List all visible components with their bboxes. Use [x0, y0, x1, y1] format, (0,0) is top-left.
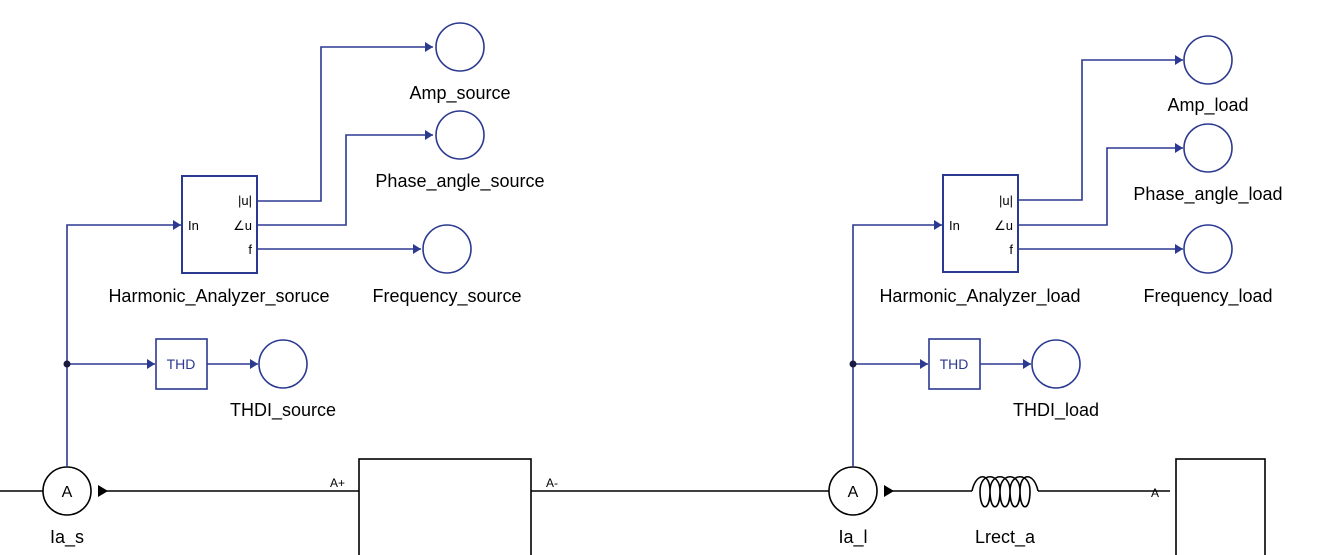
analyzer-port-angle: ∠u	[233, 218, 252, 233]
analyzer-port-magnitude: |u|	[999, 193, 1013, 208]
analyzer-port-frequency: f	[248, 242, 252, 257]
thd-box	[155, 338, 208, 390]
thd-text: THD	[167, 356, 196, 372]
thd-box	[928, 338, 981, 390]
harmonic-analyzer-source[interactable]: In |u| ∠u f	[181, 175, 258, 274]
component-box	[358, 458, 532, 555]
thd-block-source[interactable]: THD	[155, 338, 208, 390]
output-thdi-load-label: THDI_load	[1013, 400, 1099, 421]
ammeter-symbol: A	[62, 484, 73, 501]
output-amp-load[interactable]	[1183, 35, 1233, 85]
thd-block-load[interactable]: THD	[928, 338, 981, 390]
output-frequency-source-label: Frequency_source	[372, 286, 521, 307]
output-phase-load-label: Phase_angle_load	[1133, 184, 1282, 205]
analyzer-load-label: Harmonic_Analyzer_load	[879, 286, 1080, 307]
thd-text: THD	[940, 356, 969, 372]
inductor-label: Lrect_a	[975, 527, 1036, 548]
output-frequency-load[interactable]	[1183, 224, 1233, 274]
junction-dot-source	[63, 360, 71, 368]
analyzer-source-label: Harmonic_Analyzer_soruce	[108, 286, 329, 307]
signal-wire-amp-source	[257, 42, 433, 202]
ammeter-symbol: A	[848, 484, 859, 501]
analyzer-port-frequency: f	[1009, 242, 1013, 257]
ammeter-load[interactable]: A	[828, 466, 894, 516]
signal-wire-to-analyzer-source	[66, 220, 181, 467]
ammeter-load-label: Ia_l	[838, 527, 867, 548]
output-amp-load-label: Amp_load	[1167, 95, 1248, 116]
port-label-a-minus: A-	[546, 476, 558, 490]
output-frequency-source[interactable]	[422, 224, 472, 274]
component-block-source[interactable]	[358, 458, 532, 555]
analyzer-input-port: In	[188, 218, 199, 233]
output-frequency-load-label: Frequency_load	[1143, 286, 1272, 307]
output-phase-load[interactable]	[1183, 123, 1233, 173]
output-amp-source-label: Amp_source	[409, 83, 510, 104]
analyzer-port-magnitude: |u|	[238, 193, 252, 208]
inductor-lrect-a[interactable]	[971, 475, 1039, 508]
current-direction-arrow-icon	[98, 485, 108, 497]
component-box	[1175, 458, 1266, 555]
output-amp-source[interactable]	[435, 22, 485, 72]
junction-dot-load	[849, 360, 857, 368]
analyzer-port-angle: ∠u	[994, 218, 1013, 233]
ammeter-source-label: Ia_s	[50, 527, 84, 548]
port-label-a-plus: A+	[330, 476, 345, 490]
ammeter-source[interactable]: A	[42, 466, 108, 516]
output-thdi-source[interactable]	[258, 339, 308, 389]
analyzer-box	[942, 174, 1019, 273]
analyzer-box	[181, 175, 258, 274]
output-phase-source-label: Phase_angle_source	[375, 171, 544, 192]
output-thdi-source-label: THDI_source	[230, 400, 336, 421]
analyzer-input-port: In	[949, 218, 960, 233]
signal-wire-phase-load	[1018, 143, 1183, 226]
signal-wire-amp-load	[1018, 55, 1183, 201]
output-thdi-load[interactable]	[1031, 339, 1081, 389]
harmonic-analyzer-load[interactable]: In |u| ∠u f	[942, 174, 1019, 273]
signal-wire-to-analyzer-load	[852, 220, 942, 467]
port-label-a: A	[1151, 486, 1159, 500]
component-block-load[interactable]	[1175, 458, 1266, 555]
inductor-coil-icon	[971, 475, 1039, 508]
signal-wire-phase-source	[257, 130, 433, 226]
output-phase-source[interactable]	[435, 110, 485, 160]
